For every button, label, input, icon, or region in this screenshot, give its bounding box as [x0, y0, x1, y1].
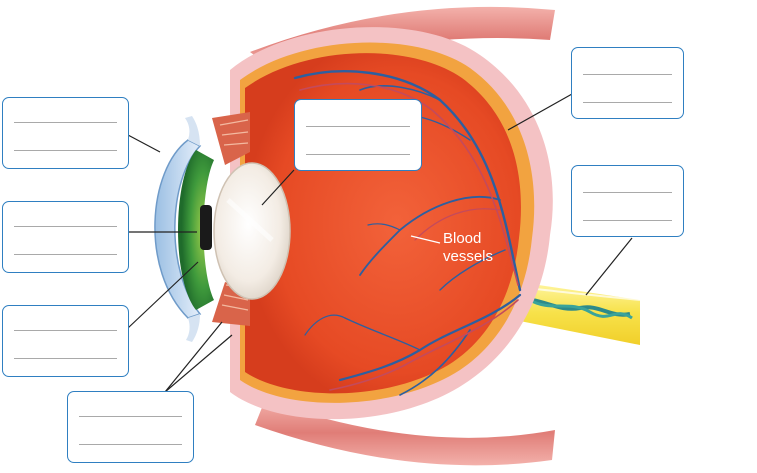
answer-line: [79, 416, 182, 417]
iris: [178, 150, 214, 310]
answer-line: [306, 154, 410, 155]
vessel-leader: [410, 235, 441, 244]
answer-line: [306, 126, 410, 127]
answer-line: [583, 74, 672, 75]
answer-line: [14, 226, 117, 227]
pupil: [200, 205, 212, 250]
label-box-retina[interactable]: [571, 47, 684, 119]
label-box-cornea[interactable]: [2, 97, 129, 169]
answer-line: [14, 254, 117, 255]
blood-vessels-label-line2: vessels: [443, 248, 494, 265]
label-box-pupil[interactable]: [2, 305, 129, 377]
answer-line: [14, 330, 117, 331]
lens: [213, 162, 291, 300]
label-box-ciliary[interactable]: [67, 391, 194, 463]
answer-line: [79, 444, 182, 445]
blood-vessels-label: Blood vessels: [443, 230, 493, 266]
answer-line: [14, 358, 117, 359]
answer-line: [583, 102, 672, 103]
lower-muscle: [255, 400, 555, 466]
answer-line: [14, 150, 117, 151]
answer-line: [14, 122, 117, 123]
answer-line: [583, 220, 672, 221]
leader-lines: [127, 93, 633, 393]
blood-vessels-label-line1: Blood: [443, 230, 482, 247]
label-box-iris[interactable]: [2, 201, 129, 273]
label-box-lens[interactable]: [294, 99, 422, 171]
answer-line: [583, 192, 672, 193]
label-box-optic-nerve[interactable]: [571, 165, 684, 237]
